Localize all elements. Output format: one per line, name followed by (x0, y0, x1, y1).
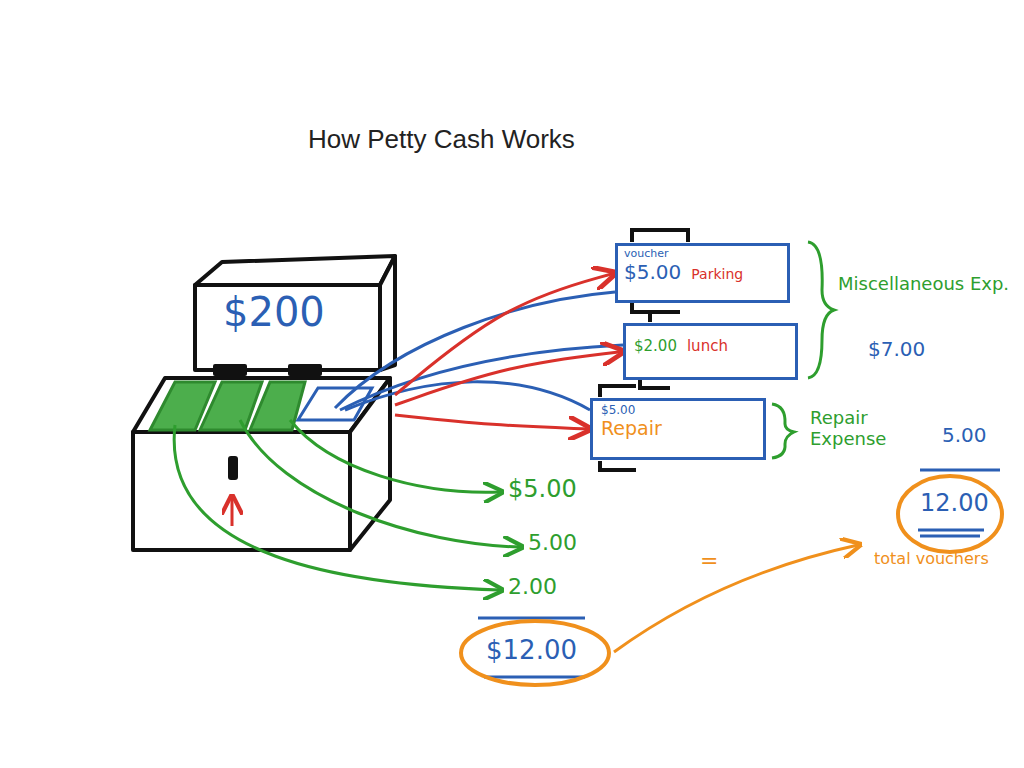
amount: $7.00 (868, 338, 968, 361)
node-text: $2.00 (634, 338, 677, 355)
cash-out-arrow (395, 352, 623, 406)
lid-side (380, 256, 395, 370)
underline (920, 469, 1000, 472)
clip (632, 230, 688, 242)
lid-top (195, 256, 395, 285)
box-front (133, 432, 350, 550)
tally-lines (478, 470, 1000, 677)
title: How Petty Cash Works (308, 124, 575, 155)
node-text: Repair (601, 418, 755, 440)
cash-line (290, 420, 500, 492)
bracket (772, 404, 794, 458)
total-circle (898, 476, 1002, 552)
account-label: Miscellaneous Exp. (838, 274, 1018, 295)
return-line (345, 382, 590, 410)
hinge (215, 366, 245, 374)
amount: 5.00 (528, 530, 618, 555)
cash-lines (174, 420, 520, 590)
return-lines (335, 292, 623, 410)
keyhole (228, 456, 238, 480)
clip (640, 380, 670, 388)
amount: 2.00 (508, 574, 598, 599)
node-text: $200 (223, 289, 395, 335)
node-text: $5.00 (601, 404, 755, 418)
bill (250, 382, 305, 430)
node-text: lunch (687, 338, 728, 355)
hinge (290, 366, 320, 374)
amount: 5.00 (942, 424, 1012, 447)
clip (600, 461, 636, 470)
node-text: voucher (624, 248, 781, 261)
underline (920, 535, 980, 538)
note: total vouchers (874, 550, 994, 568)
account-label: Repair Expense (810, 408, 930, 449)
node-text: Parking (691, 266, 743, 282)
equals-sign: = (700, 548, 730, 573)
underline (918, 529, 984, 532)
clip (600, 386, 636, 397)
underline (484, 676, 585, 679)
voucher-box: $2.00 lunch (623, 323, 798, 380)
cash-box: $200 (133, 255, 395, 550)
cash-out-arrow (395, 273, 615, 395)
amount: $5.00 (508, 476, 608, 504)
cash-line (240, 420, 520, 547)
voucher-box: $5.00Repair (590, 398, 766, 460)
bracket (808, 242, 834, 378)
clip (650, 312, 668, 322)
total-arrow (614, 545, 858, 652)
voucher-box: voucher$5.00 Parking (615, 243, 790, 303)
total-amount: 12.00 (920, 490, 990, 518)
cash-out-arrow (395, 415, 590, 429)
return-line (340, 345, 623, 410)
red-arrow (231, 498, 234, 526)
total-amount: $12.00 (486, 636, 586, 666)
node-text: $5.00 (624, 261, 681, 284)
total-circle (461, 621, 609, 685)
cash-line (174, 425, 500, 590)
